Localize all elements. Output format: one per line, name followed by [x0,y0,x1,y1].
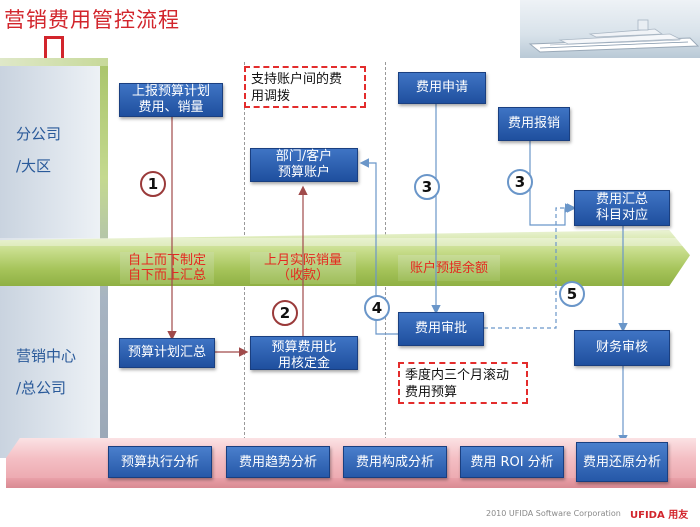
analysis-expense-restore: 费用还原分析 [576,442,668,482]
note-quarterly-rolling: 季度内三个月滚动 费用预算 [398,362,528,404]
step-number-3a: 3 [414,174,440,200]
box-budget-summary-text: 预算计划汇总 [127,345,206,360]
band-label-top-down-line2: 自下而上汇总 [127,268,206,283]
ufida-logo: UFIDA 用友 [630,510,689,521]
arrow-approve-to-expense-summary [484,203,575,329]
box-report-plan-line2: 费用、销量 [138,100,204,115]
band-label-account-balance: 账户预提余额 [398,255,500,281]
band-label-top-down-line1: 自上而下制定 [127,253,206,268]
box-finance-audit-text: 财务审核 [595,340,648,355]
box-expense-reimburse: 费用报销 [498,107,570,141]
ship-banner-image [520,0,700,58]
analysis-bar-shadow [6,478,696,488]
analysis-expense-trend: 费用趋势分析 [226,446,330,478]
lane-label-hq-line1: 营销中心 [16,347,77,365]
band-label-top-down: 自上而下制定 自下而上汇总 [120,252,214,284]
box-budget-ratio-line2: 用核定金 [277,356,330,370]
left-panel-header-strip [0,58,108,66]
note-cross-account-line1: 支持账户间的费 [251,72,343,87]
analysis-expense-composition: 费用构成分析 [343,446,447,478]
analysis-expense-roi: 费用 ROI 分析 [460,446,564,478]
step-number-5: 5 [559,281,585,307]
box-expense-reimburse-text: 费用报销 [507,116,560,131]
title-bracket-decoration [44,36,64,60]
note-quarterly-rolling-line2: 费用预算 [405,385,458,400]
lane-label-branch-line2: /大区 [16,157,52,175]
box-finance-audit: 财务审核 [574,330,670,366]
analysis-expense-trend-text: 费用趋势分析 [238,454,317,470]
lane-label-hq-line2: /总公司 [16,379,67,397]
lane-label-branch-line1: 分公司 [16,125,62,143]
box-dept-account-line2: 预算账户 [277,165,330,180]
arrow-reimburse-to-expense-summary [529,141,577,226]
step-number-1: 1 [140,171,166,197]
analysis-budget-execution-text: 预算执行分析 [120,454,199,470]
box-dept-account-line1: 部门/客户 [275,149,333,164]
box-report-plan-line1: 上报预算计划 [131,84,210,99]
step-number-2: 2 [272,300,298,326]
analysis-expense-composition-text: 费用构成分析 [355,454,434,470]
note-cross-account-transfer: 支持账户间的费 用调拨 [244,66,366,108]
box-budget-summary: 预算计划汇总 [119,338,215,368]
arrow-approve-to-account [359,158,398,335]
footer-copyright: 2010 UFIDA Software Corporation [486,509,621,518]
step-number-3b: 3 [507,169,533,195]
box-expense-summary-line1: 费用汇总 [595,192,648,207]
box-dept-account: 部门/客户 预算账户 [250,148,358,182]
green-band-highlight [0,238,690,246]
box-expense-approve-text: 费用审批 [414,321,467,336]
step-number-4: 4 [364,295,390,321]
box-budget-ratio: 预算费用比 用核定金 [250,336,358,370]
analysis-expense-roi-text: 费用 ROI 分析 [470,454,554,470]
band-label-account-balance-text: 账户预提余额 [409,260,488,276]
box-budget-ratio-line1: 预算费用比 [271,340,337,355]
box-expense-summary-line2: 科目对应 [595,208,648,223]
box-expense-apply-text: 费用申请 [415,80,468,95]
page-title: 营销费用管控流程 [4,8,180,32]
box-expense-approve: 费用审批 [398,312,484,346]
box-expense-apply: 费用申请 [398,72,486,104]
box-report-plan: 上报预算计划 费用、销量 [119,83,223,117]
note-cross-account-line2: 用调拨 [251,89,291,104]
analysis-budget-execution: 预算执行分析 [108,446,212,478]
analysis-expense-restore-text: 费用还原分析 [582,454,661,470]
note-quarterly-rolling-line1: 季度内三个月滚动 [405,368,510,383]
box-expense-summary: 费用汇总 科目对应 [574,190,670,226]
